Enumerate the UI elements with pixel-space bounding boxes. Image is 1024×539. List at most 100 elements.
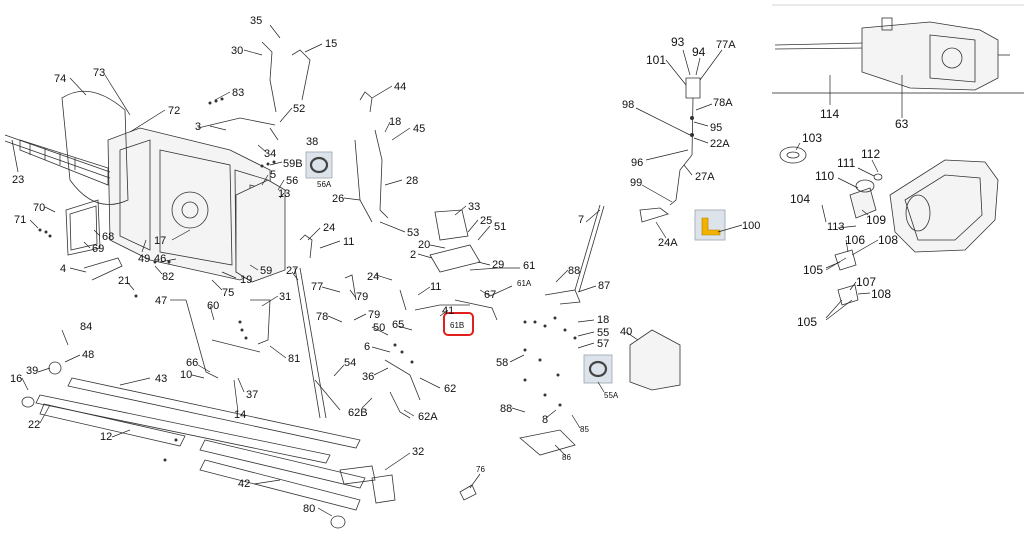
callout-65[interactable]: 65 xyxy=(392,319,404,331)
callout-59[interactable]: 59 xyxy=(260,265,272,277)
callout-27A[interactable]: 27A xyxy=(695,171,715,183)
callout-8[interactable]: 8 xyxy=(542,414,548,426)
callout-35[interactable]: 35 xyxy=(250,15,262,27)
bracket-100-thumbnail[interactable] xyxy=(694,209,726,241)
callout-52[interactable]: 52 xyxy=(293,103,305,115)
callout-11[interactable]: 11 xyxy=(343,236,354,248)
callout-95[interactable]: 95 xyxy=(710,122,722,134)
callout-21[interactable]: 21 xyxy=(118,275,130,287)
callout-45[interactable]: 45 xyxy=(413,123,425,135)
callout-2[interactable]: 2 xyxy=(410,249,416,261)
callout-73[interactable]: 73 xyxy=(93,67,105,79)
seal-55A-thumbnail[interactable] xyxy=(583,354,613,384)
callout-13[interactable]: 13 xyxy=(278,188,290,200)
callout-18[interactable]: 18 xyxy=(389,116,401,128)
callout-41[interactable]: 41 xyxy=(442,305,454,317)
callout-25[interactable]: 25 xyxy=(480,215,492,227)
callout-38[interactable]: 38 xyxy=(306,136,318,148)
callout-37[interactable]: 37 xyxy=(246,389,258,401)
callout-85[interactable]: 85 xyxy=(580,425,589,434)
callout-20[interactable]: 20 xyxy=(418,239,430,251)
callout-33[interactable]: 33 xyxy=(468,201,480,213)
callout-55[interactable]: 55 xyxy=(597,327,609,339)
callout-103[interactable]: 103 xyxy=(802,131,822,145)
callout-22[interactable]: 22 xyxy=(28,419,40,431)
callout-88b[interactable]: 88 xyxy=(500,403,512,415)
callout-62B[interactable]: 62B xyxy=(348,407,368,419)
callout-62[interactable]: 62 xyxy=(444,383,456,395)
callout-67[interactable]: 67 xyxy=(484,289,496,301)
callout-16[interactable]: 16 xyxy=(10,373,22,385)
callout-111[interactable]: 111 xyxy=(837,156,856,170)
callout-60[interactable]: 60 xyxy=(207,300,219,312)
callout-77[interactable]: 77 xyxy=(311,281,323,293)
callout-31[interactable]: 31 xyxy=(279,291,291,303)
callout-24A[interactable]: 24A xyxy=(658,237,678,249)
callout-59B[interactable]: 59B xyxy=(283,158,303,170)
callout-108[interactable]: 108 xyxy=(878,233,898,247)
callout-32[interactable]: 32 xyxy=(412,446,424,458)
callout-29[interactable]: 29 xyxy=(492,259,504,271)
callout-104[interactable]: 104 xyxy=(790,192,810,206)
callout-30[interactable]: 30 xyxy=(231,45,243,57)
callout-6[interactable]: 6 xyxy=(364,341,370,353)
seal-56A-thumbnail[interactable] xyxy=(305,151,333,179)
callout-93[interactable]: 93 xyxy=(671,35,685,49)
callout-18b[interactable]: 18 xyxy=(597,314,609,326)
callout-78[interactable]: 78 xyxy=(316,311,328,323)
callout-54[interactable]: 54 xyxy=(344,357,356,369)
callout-96[interactable]: 96 xyxy=(631,157,643,169)
callout-109[interactable]: 109 xyxy=(866,213,886,227)
callout-47[interactable]: 47 xyxy=(155,295,167,307)
callout-81[interactable]: 81 xyxy=(288,353,300,365)
callout-42[interactable]: 42 xyxy=(238,478,250,490)
callout-114[interactable]: 114 xyxy=(820,107,839,121)
callout-23[interactable]: 23 xyxy=(12,174,24,186)
callout-43[interactable]: 43 xyxy=(155,373,167,385)
callout-22A[interactable]: 22A xyxy=(710,138,730,150)
callout-98[interactable]: 98 xyxy=(622,99,634,111)
callout-12[interactable]: 12 xyxy=(100,431,112,443)
callout-79[interactable]: 79 xyxy=(356,291,368,303)
callout-62A[interactable]: 62A xyxy=(418,411,438,423)
callout-10[interactable]: 10 xyxy=(180,369,192,381)
callout-66[interactable]: 66 xyxy=(186,357,198,369)
callout-88[interactable]: 88 xyxy=(568,265,580,277)
callout-80[interactable]: 80 xyxy=(303,503,315,515)
callout-113[interactable]: 113 xyxy=(827,221,845,233)
callout-51[interactable]: 51 xyxy=(494,221,506,233)
callout-69[interactable]: 69 xyxy=(92,243,104,255)
callout-107[interactable]: 107 xyxy=(856,275,876,289)
callout-15[interactable]: 15 xyxy=(325,38,337,50)
callout-48[interactable]: 48 xyxy=(82,349,94,361)
callout-100[interactable]: 100 xyxy=(742,220,760,232)
callout-53[interactable]: 53 xyxy=(407,227,419,239)
callout-105[interactable]: 105 xyxy=(803,263,823,277)
callout-39[interactable]: 39 xyxy=(26,365,38,377)
callout-61[interactable]: 61 xyxy=(523,260,535,272)
callout-79b[interactable]: 79 xyxy=(368,309,380,321)
callout-55A[interactable]: 55A xyxy=(604,391,619,400)
callout-34[interactable]: 34 xyxy=(264,148,276,160)
callout-3[interactable]: 3 xyxy=(195,121,201,133)
callout-63[interactable]: 63 xyxy=(895,117,909,131)
callout-76[interactable]: 76 xyxy=(476,465,485,474)
callout-106[interactable]: 106 xyxy=(845,233,865,247)
callout-46[interactable]: 46 xyxy=(154,253,166,265)
callout-105b[interactable]: 105 xyxy=(797,315,817,329)
callout-11b[interactable]: 11 xyxy=(430,281,441,293)
callout-40[interactable]: 40 xyxy=(620,326,632,338)
callout-61B[interactable]: 61B xyxy=(450,321,464,330)
callout-27[interactable]: 27 xyxy=(286,265,298,277)
callout-17[interactable]: 17 xyxy=(154,235,166,247)
callout-99[interactable]: 99 xyxy=(630,177,642,189)
callout-108b[interactable]: 108 xyxy=(871,287,891,301)
callout-4[interactable]: 4 xyxy=(60,263,66,275)
callout-7[interactable]: 7 xyxy=(578,214,584,226)
callout-57[interactable]: 57 xyxy=(597,338,609,350)
callout-82[interactable]: 82 xyxy=(162,271,174,283)
callout-110[interactable]: 110 xyxy=(815,169,834,183)
callout-5[interactable]: 5 xyxy=(270,169,276,181)
callout-56[interactable]: 56 xyxy=(286,175,298,187)
callout-50[interactable]: 50 xyxy=(373,322,385,334)
